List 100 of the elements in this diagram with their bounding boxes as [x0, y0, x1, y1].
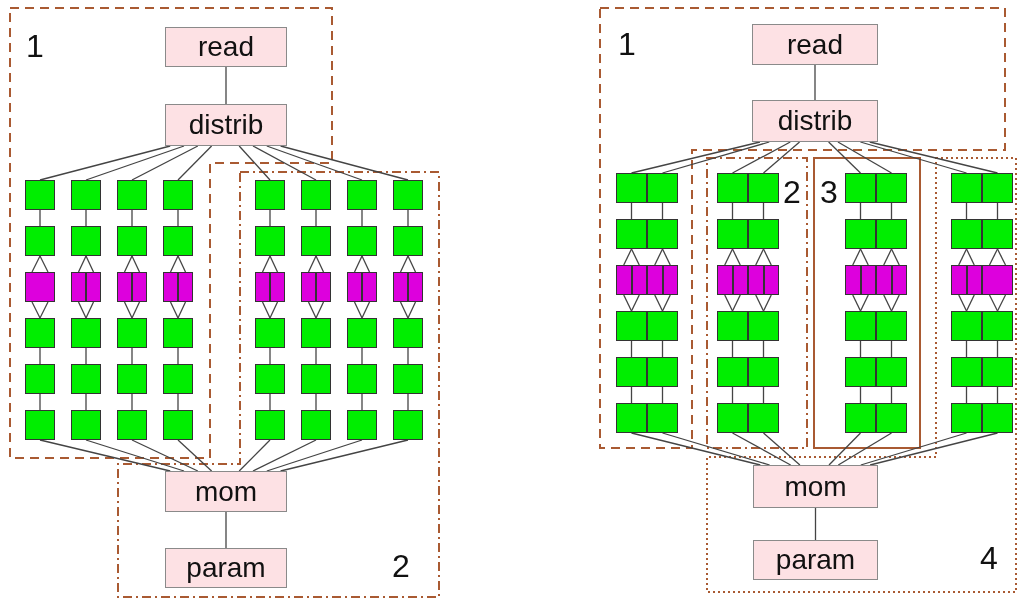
- connector-line: [755, 294, 765, 312]
- task-square: [748, 357, 779, 387]
- task-square: [616, 357, 647, 387]
- connector-line: [965, 248, 975, 266]
- exchange-block: [25, 272, 55, 302]
- exchange-block: [316, 272, 331, 302]
- connector-line: [131, 439, 199, 472]
- connector-line: [724, 294, 734, 312]
- connector-line: [177, 439, 213, 472]
- connector-line: [315, 347, 317, 365]
- task-square: [982, 311, 1013, 341]
- connector-line: [869, 141, 999, 174]
- connector-line: [661, 432, 771, 466]
- partition-number: 1: [26, 30, 44, 62]
- task-square: [393, 364, 423, 394]
- connector-line: [407, 393, 409, 411]
- task-square: [616, 403, 647, 433]
- connector-line: [958, 248, 968, 266]
- task-square: [301, 318, 331, 348]
- process-box: [165, 471, 287, 512]
- connector-line: [852, 248, 862, 266]
- task-square: [951, 173, 982, 203]
- exchange-block: [86, 272, 101, 302]
- connector-line: [630, 432, 761, 466]
- partition-number: 2: [783, 176, 801, 208]
- exchange-block: [951, 265, 967, 295]
- task-square: [876, 357, 907, 387]
- connector-line: [131, 209, 133, 227]
- partition-number: 1: [618, 28, 636, 60]
- connector-line: [131, 301, 141, 319]
- task-square: [647, 311, 678, 341]
- connector-line: [814, 64, 816, 101]
- node-label: read: [786, 30, 843, 59]
- exchange-block: [132, 272, 147, 302]
- connector-line: [661, 141, 770, 174]
- task-square: [347, 180, 377, 210]
- task-square: [163, 364, 193, 394]
- task-square: [25, 318, 55, 348]
- connector-line: [85, 347, 87, 365]
- task-square: [255, 226, 285, 256]
- connector-line: [225, 66, 227, 105]
- exchange-block: [71, 272, 86, 302]
- exchange-block: [717, 265, 733, 295]
- task-square: [117, 318, 147, 348]
- node-label: mom: [784, 472, 847, 501]
- task-square: [117, 180, 147, 210]
- connector-line: [123, 301, 133, 319]
- exchange-block: [845, 265, 861, 295]
- connector-line: [315, 209, 317, 227]
- task-square: [717, 219, 748, 249]
- connector-line: [315, 255, 325, 273]
- exchange-block: [393, 272, 408, 302]
- task-square: [301, 226, 331, 256]
- connector-line: [85, 301, 95, 319]
- connector-line: [269, 255, 279, 273]
- connector-line: [630, 294, 640, 312]
- task-square: [255, 318, 285, 348]
- exchange-block: [117, 272, 132, 302]
- task-square: [748, 311, 779, 341]
- connector-line: [890, 248, 900, 266]
- task-square: [951, 219, 982, 249]
- task-square: [71, 226, 101, 256]
- task-square: [393, 410, 423, 440]
- connector-line: [814, 507, 817, 541]
- connector-line: [315, 393, 317, 411]
- connector-line: [177, 347, 179, 365]
- task-square: [982, 173, 1013, 203]
- task-square: [647, 219, 678, 249]
- connector-line: [85, 209, 87, 227]
- connector-line: [399, 301, 409, 319]
- connector-line: [837, 141, 893, 174]
- connector-line: [279, 439, 409, 472]
- connector-line: [828, 141, 862, 174]
- exchange-block: [748, 265, 764, 295]
- connector-line: [252, 439, 317, 472]
- task-square: [982, 357, 1013, 387]
- connector-line: [965, 294, 975, 312]
- connector-line: [731, 294, 741, 312]
- task-square: [163, 410, 193, 440]
- task-square: [647, 403, 678, 433]
- task-square: [616, 311, 647, 341]
- exchange-block: [982, 265, 1013, 295]
- task-square: [117, 410, 147, 440]
- task-square: [255, 364, 285, 394]
- connector-line: [307, 301, 317, 319]
- task-square: [717, 173, 748, 203]
- task-square: [717, 403, 748, 433]
- connector-line: [361, 255, 371, 273]
- task-square: [25, 364, 55, 394]
- node-label: mom: [194, 477, 258, 506]
- task-square: [255, 410, 285, 440]
- connector-line: [407, 209, 409, 227]
- task-square: [982, 219, 1013, 249]
- connector-line: [39, 145, 171, 181]
- task-square: [163, 180, 193, 210]
- connector-line: [630, 248, 640, 266]
- exchange-block: [616, 265, 632, 295]
- task-square: [748, 403, 779, 433]
- connector-line: [266, 145, 363, 181]
- process-box: [752, 24, 878, 65]
